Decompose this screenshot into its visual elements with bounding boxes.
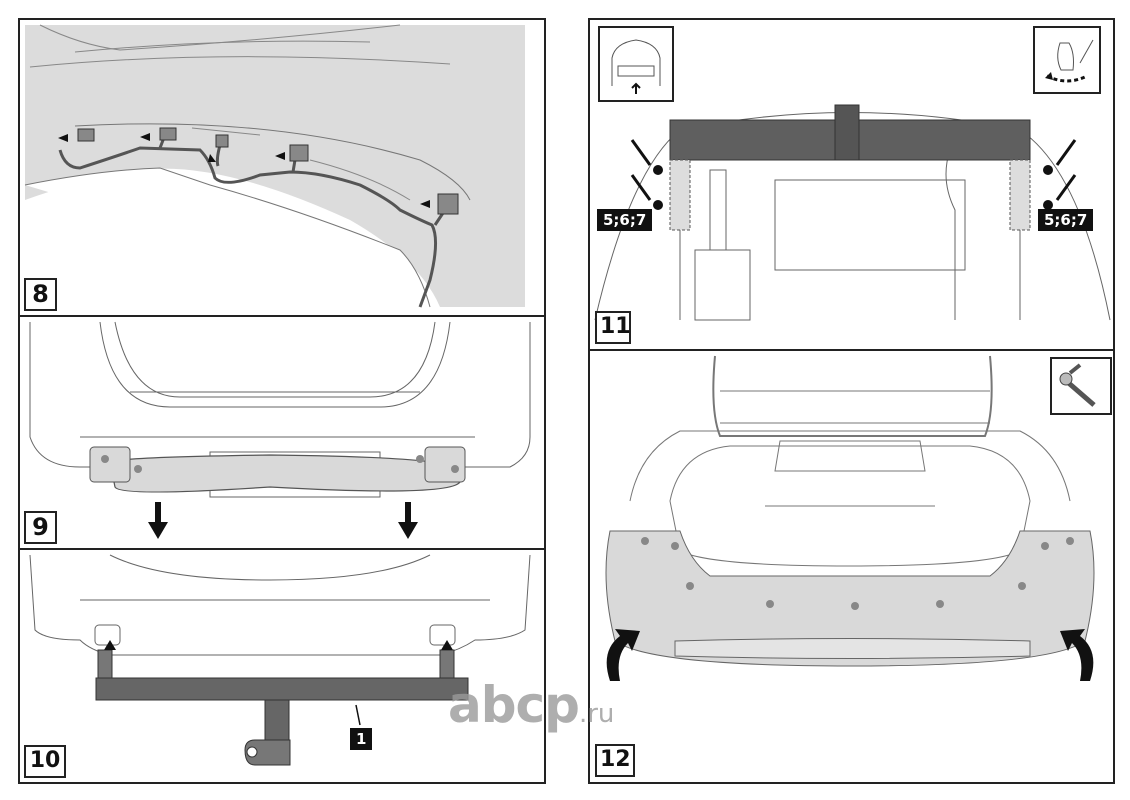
- fastener-tag-left: 5;6;7: [597, 209, 653, 231]
- step-number-label: 11: [595, 311, 631, 344]
- step-9-panel: 9: [18, 315, 546, 550]
- step-number-label: 12: [595, 744, 635, 777]
- part-number-tag: 1: [350, 728, 373, 750]
- connector-5: [437, 193, 459, 215]
- wiring-harness-illustration: [24, 24, 525, 308]
- socket-wrench-icon: [1059, 363, 1096, 407]
- rear-car-view-icon: [611, 39, 661, 94]
- lift-arrows: [606, 629, 1094, 681]
- tightening-inset: [1033, 26, 1101, 94]
- tow-bar-fitting-illustration: [29, 554, 531, 766]
- step-number-label: 10: [24, 745, 66, 778]
- step-number-label: 9: [24, 511, 57, 544]
- bumper-beam-removal-illustration: [29, 321, 531, 539]
- connector-1: [77, 128, 95, 142]
- step-10-panel: 1 10: [18, 548, 546, 784]
- connector-2: [159, 127, 177, 141]
- tool-inset: [1050, 357, 1112, 415]
- removal-arrows: [148, 502, 418, 539]
- connector-3: [215, 134, 229, 148]
- step-11-panel: 5;6;7 5;6;7 11: [588, 18, 1115, 351]
- step-number-label: 8: [24, 278, 57, 311]
- step-12-panel: 12: [588, 349, 1115, 784]
- fastener-tag-right: 5;6;7: [1038, 209, 1094, 231]
- bracket-bolting-illustration: [594, 104, 1111, 321]
- rear-view-inset: [598, 26, 674, 102]
- bumper-refit-illustration: [605, 355, 1095, 681]
- connector-4: [289, 144, 309, 162]
- torque-hand-tighten-icon: [1045, 39, 1094, 83]
- tow-bar-crossbeam: [95, 677, 469, 701]
- step-8-panel: 8: [18, 18, 546, 317]
